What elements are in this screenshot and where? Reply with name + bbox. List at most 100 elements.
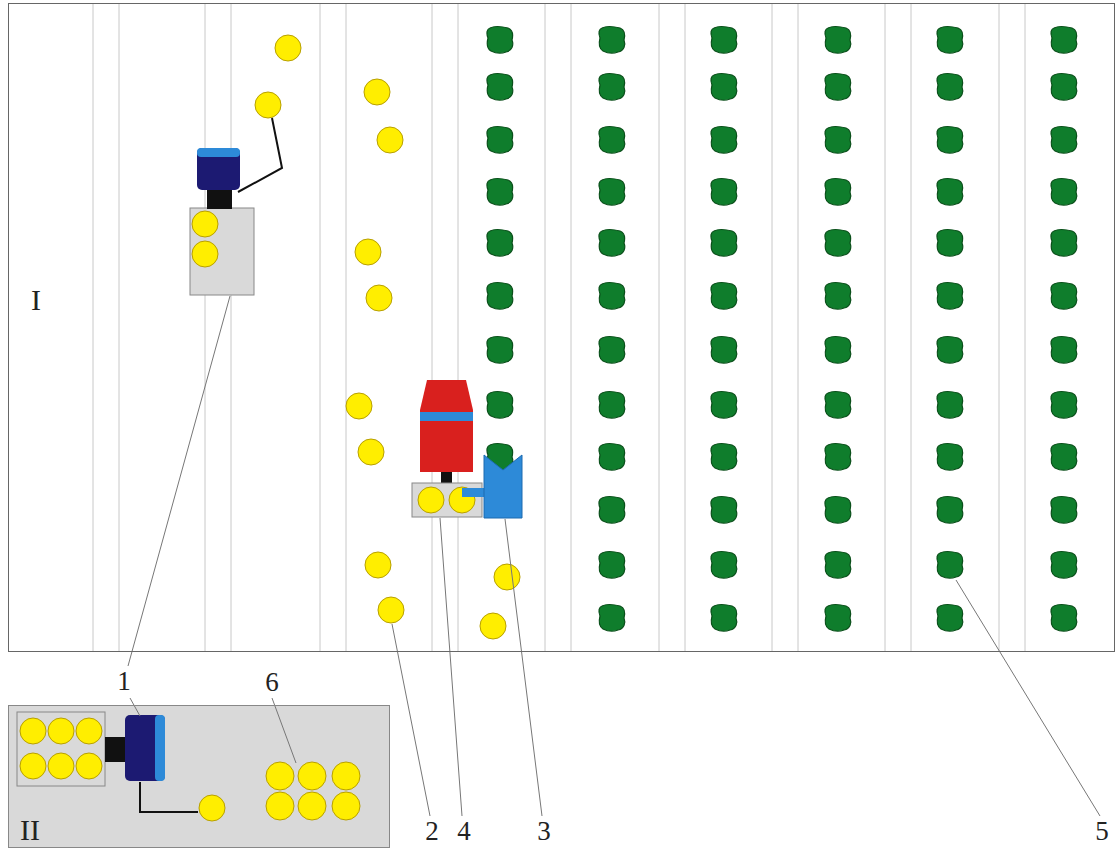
tractor-cab (197, 148, 240, 190)
tractor-hitch (207, 188, 232, 209)
row-line (659, 4, 660, 651)
bale (366, 285, 392, 311)
crop-bush (487, 178, 513, 205)
trailer (17, 712, 105, 786)
crop-bush (825, 496, 851, 523)
row-line (231, 4, 232, 651)
crop-bush (711, 336, 737, 363)
crop-bush (1051, 443, 1077, 470)
crop-bush (1051, 229, 1077, 256)
row-line (432, 4, 433, 651)
bale (364, 79, 390, 105)
row-line (320, 4, 321, 651)
crop-bush (825, 336, 851, 363)
callout-number: 4 (457, 816, 471, 846)
crop-bush (825, 282, 851, 309)
callout-number: 3 (537, 816, 551, 846)
crop-bush (937, 73, 963, 100)
crop-bush (937, 126, 963, 153)
crop-bush (1051, 73, 1077, 100)
row-line (885, 4, 886, 651)
callout-number: 2 (425, 816, 439, 846)
bale (480, 613, 506, 639)
row-line (571, 4, 572, 651)
crop-bush (825, 178, 851, 205)
crop-bush (825, 26, 851, 53)
row-line (999, 4, 1000, 651)
bale (355, 239, 381, 265)
harvester-stripe (420, 412, 473, 421)
crop-bush (825, 126, 851, 153)
crop-bush (487, 73, 513, 100)
bale (192, 211, 218, 237)
crop-bush (599, 391, 625, 418)
crop-bush (937, 26, 963, 53)
crop-bush (599, 443, 625, 470)
storage-ground (8, 705, 390, 848)
crop-bush (711, 26, 737, 53)
tractor-with-trailer (190, 118, 282, 295)
crop-bush (711, 126, 737, 153)
row-line (911, 4, 912, 651)
region-numeral: II (20, 814, 40, 846)
crop-bush (1051, 282, 1077, 309)
region-numeral: I (31, 284, 41, 316)
field-region: I (8, 3, 1115, 652)
crop-bush (599, 604, 625, 631)
row-line (545, 4, 546, 651)
crop-bush (711, 282, 737, 309)
row-line (772, 4, 773, 651)
bale (358, 439, 384, 465)
loader-arm (140, 782, 198, 812)
storage-region: II (8, 705, 390, 848)
crop-bush (825, 443, 851, 470)
crop-bush (487, 336, 513, 363)
crop-bush (937, 391, 963, 418)
crop-bush (825, 604, 851, 631)
row-line (685, 4, 686, 651)
harvester-header (484, 455, 522, 518)
bales (255, 35, 520, 639)
bale (378, 597, 404, 623)
crop-bush (825, 551, 851, 578)
crop-bush (937, 336, 963, 363)
bale (255, 92, 281, 118)
crop-bush (711, 73, 737, 100)
crop-bush (825, 73, 851, 100)
callout-number: 6 (265, 667, 279, 697)
bale (275, 35, 301, 61)
crop-bush (1051, 26, 1077, 53)
trailer (190, 208, 254, 295)
crop-bush (1051, 126, 1077, 153)
crop-bush (711, 391, 737, 418)
bale (377, 127, 403, 153)
tractor-roof (197, 148, 240, 157)
crop-bush (711, 443, 737, 470)
tractor-cab (125, 715, 165, 781)
harvester (412, 380, 522, 518)
crop-bush (1051, 551, 1077, 578)
loader-arm (238, 118, 282, 192)
crop-bush (937, 282, 963, 309)
crop-bush (1051, 496, 1077, 523)
harvester-hitch (441, 472, 452, 484)
callout-number: 5 (1095, 816, 1109, 846)
crop-bush (937, 551, 963, 578)
crop-bush (711, 496, 737, 523)
crop-bush (487, 391, 513, 418)
crop-bushes (487, 26, 1077, 631)
bale-stack (266, 762, 360, 820)
leader-lines (128, 296, 1100, 816)
crop-bush (825, 391, 851, 418)
crop-bush (711, 604, 737, 631)
row-line (205, 4, 206, 651)
crop-bush (937, 604, 963, 631)
bale (346, 393, 372, 419)
crop-bush (599, 178, 625, 205)
row-lines (93, 4, 1025, 651)
crop-bush (599, 73, 625, 100)
crop-bush (599, 26, 625, 53)
harvester-top (420, 380, 473, 410)
row-line (1025, 4, 1026, 651)
